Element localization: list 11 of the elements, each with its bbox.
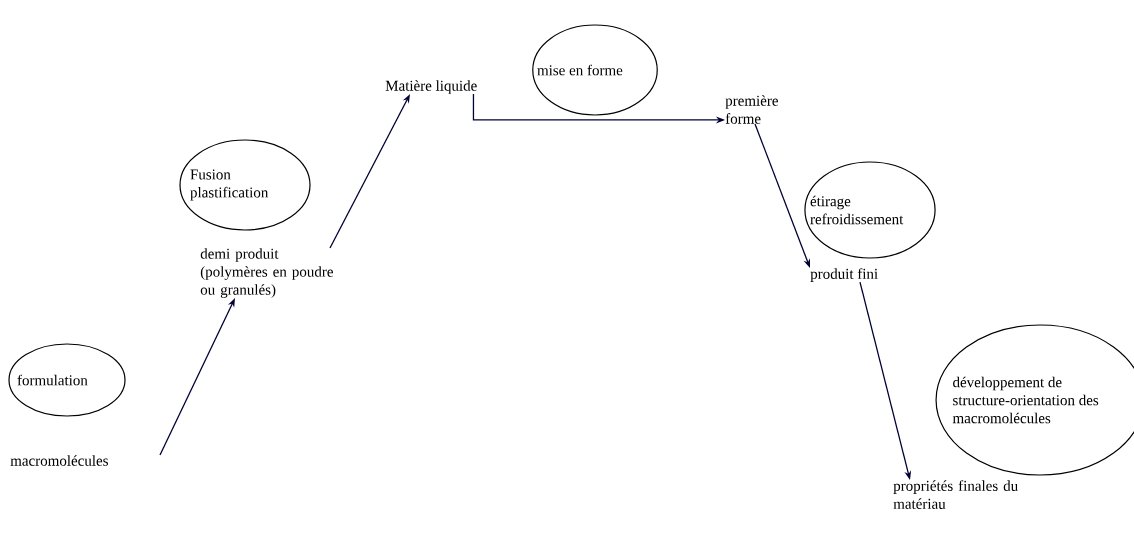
ellipse-bubble: mise en forme bbox=[532, 24, 658, 116]
step-label: Matière liquide bbox=[385, 80, 477, 94]
step-label: demi produit (polymères en poudre ou granulés) bbox=[200, 248, 333, 298]
ellipse-bubble: formulation bbox=[8, 343, 126, 417]
step-label: macromolécules bbox=[10, 455, 108, 466]
ellipse-bubble: développement de structure-orientation des macromolécules bbox=[935, 324, 1134, 476]
ellipse-bubble: étirage refroidissement bbox=[804, 161, 936, 259]
step-label: première forme bbox=[725, 95, 778, 124]
ellipse-bubble: Fusion plastification bbox=[179, 139, 311, 231]
step-label: propriétés finales du matériau bbox=[893, 480, 1018, 509]
step-label: produit fini bbox=[810, 268, 878, 282]
